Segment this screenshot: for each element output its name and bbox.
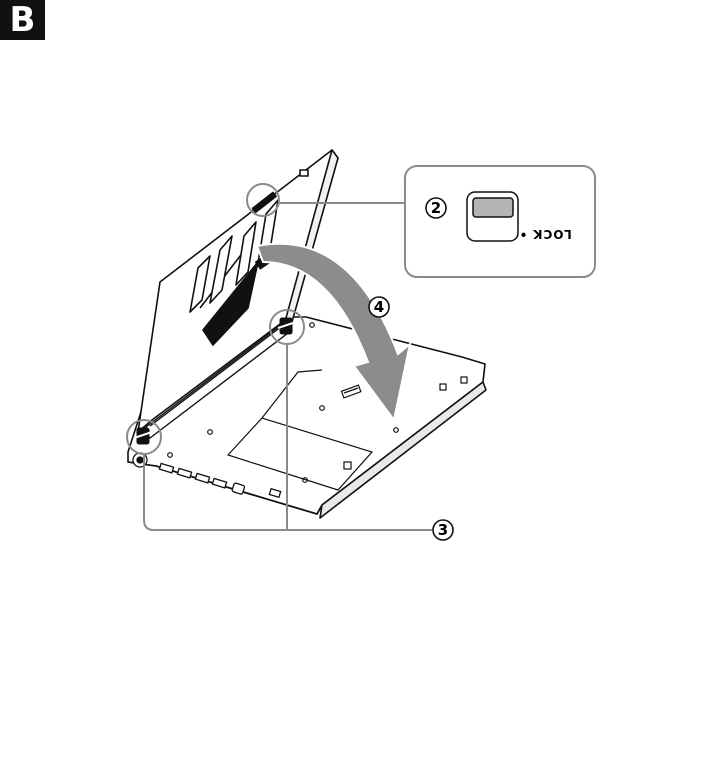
- callout-step-2: 2: [425, 197, 447, 219]
- raised-battery-panel: [137, 149, 339, 433]
- leader-lines: [143, 202, 432, 531]
- callout-step-3: 3: [432, 519, 454, 541]
- lock-switch: [466, 191, 519, 242]
- section-letter-badge: B: [0, 0, 45, 40]
- lock-indicator-dot: •: [519, 227, 528, 241]
- curved-rotation-arrow: [255, 242, 412, 423]
- screws: [133, 317, 297, 445]
- side-ports: [132, 452, 282, 499]
- callout-step-4-number: 4: [374, 298, 384, 316]
- lock-label: LOCK: [532, 227, 572, 241]
- callout-step-2-number: 2: [431, 199, 441, 217]
- callout-step-4: 4: [368, 296, 390, 318]
- callout-step-3-number: 3: [438, 521, 448, 539]
